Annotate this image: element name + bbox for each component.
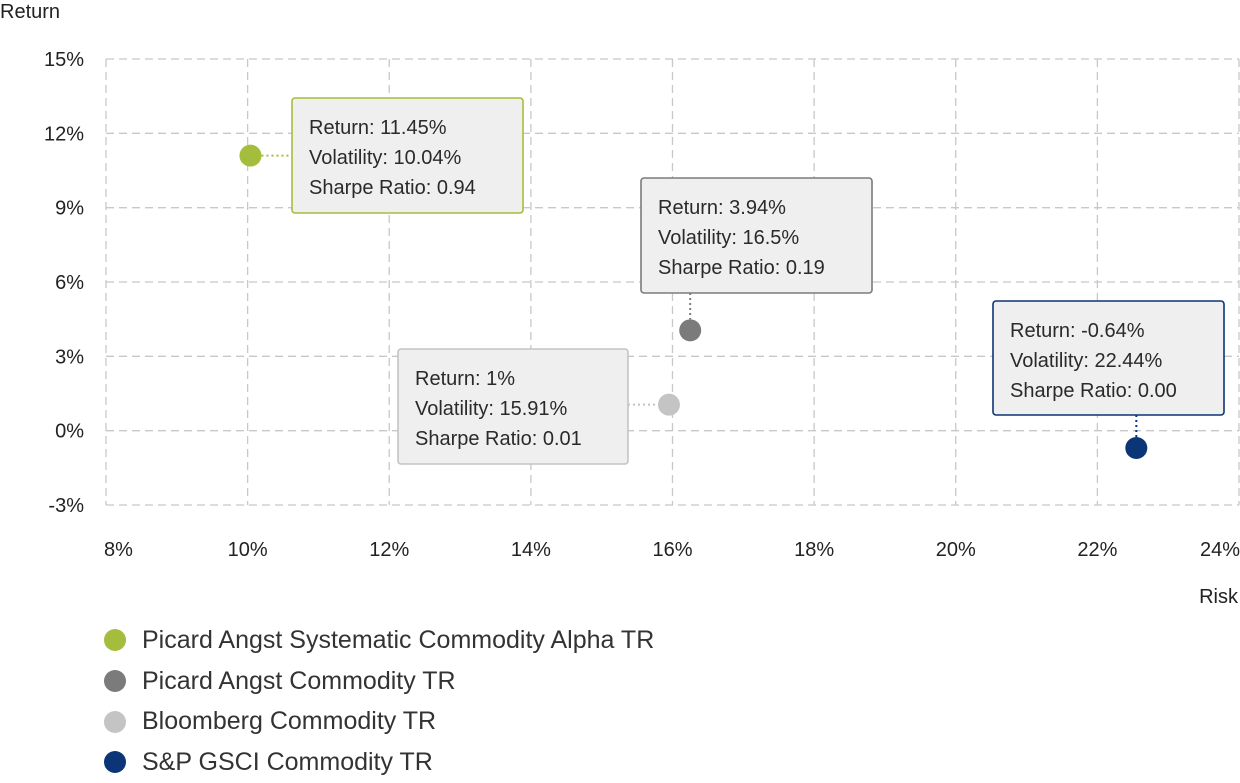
y-tick-label: -3% <box>48 495 84 517</box>
callout-text: Volatility: 22.44% <box>1010 350 1163 372</box>
legend-item[interactable]: Bloomberg Commodity TR <box>104 701 654 742</box>
y-tick-label: 3% <box>55 346 84 368</box>
data-point[interactable] <box>239 144 262 167</box>
x-axis-label: Risk <box>1199 586 1239 608</box>
x-tick-label: 16% <box>652 539 692 561</box>
y-tick-label: 9% <box>55 198 84 220</box>
x-tick-label: 10% <box>228 539 268 561</box>
x-tick-label: 14% <box>511 539 551 561</box>
series-callout: Return: 3.94% Volatility: 16.5% Sharpe Rat… <box>640 177 873 342</box>
x-tick-label: 22% <box>1077 539 1117 561</box>
x-tick-label: 18% <box>794 539 834 561</box>
callout-box <box>992 300 1225 416</box>
legend-swatch <box>104 629 126 652</box>
y-axis-label: Return <box>0 1 60 23</box>
series-callout: Return: -0.64% Volatility: 22.44% Sharpe R… <box>992 300 1225 460</box>
legend-swatch <box>104 670 126 693</box>
callout-text: Return: 1% <box>415 368 515 390</box>
legend-label: S&P GSCI Commodity TR <box>142 747 433 776</box>
series-callout: Return: 1% Volatility: 15.91% Sharpe Ratio… <box>397 348 680 465</box>
x-tick-label: 20% <box>936 539 976 561</box>
y-tick-label: 0% <box>55 421 84 443</box>
y-tick-label: 15% <box>44 49 84 71</box>
legend-swatch <box>104 751 126 774</box>
x-tick-label: 24% <box>1200 539 1240 561</box>
legend-item[interactable]: Picard Angst Systematic Commodity Alpha … <box>104 620 654 661</box>
y-tick-label: 12% <box>44 123 84 145</box>
callout-text: Volatility: 15.91% <box>415 398 568 420</box>
callout-text: Return: 11.45% <box>309 117 447 139</box>
callout-box <box>397 348 629 465</box>
data-point[interactable] <box>1125 437 1148 460</box>
legend-label: Picard Angst Commodity TR <box>142 666 456 695</box>
x-tick-label: 8% <box>104 539 133 561</box>
callout-box <box>291 97 524 214</box>
legend-label: Picard Angst Systematic Commodity Alpha … <box>142 625 655 654</box>
legend-item[interactable]: Picard Angst Commodity TR <box>104 661 654 702</box>
callout-text: Sharpe Ratio: 0.00 <box>1010 380 1177 402</box>
callout-text: Sharpe Ratio: 0.94 <box>309 177 476 199</box>
series-callout: Return: 11.45% Volatility: 10.04% Sharpe R… <box>239 97 524 214</box>
y-tick-label: 6% <box>55 272 84 294</box>
callout-text: Sharpe Ratio: 0.01 <box>415 428 582 450</box>
x-tick-label: 12% <box>369 539 409 561</box>
legend-swatch <box>104 710 126 733</box>
data-point[interactable] <box>657 393 680 416</box>
legend-label: Bloomberg Commodity TR <box>142 707 437 736</box>
risk-return-chart: 8% 10% 12% 14% 16% 18% 20% 22% 24% 15% 12% 9% 6% 3% 0%… <box>0 1 1240 608</box>
callout-text: Return: 3.94% <box>658 197 786 219</box>
callout-box <box>640 177 873 294</box>
legend-item[interactable]: S&P GSCI Commodity TR <box>104 742 654 783</box>
legend: Picard Angst Systematic Commodity Alpha … <box>104 620 654 783</box>
callout-text: Sharpe Ratio: 0.19 <box>658 257 825 279</box>
callout-text: Return: -0.64% <box>1010 320 1145 342</box>
data-point[interactable] <box>679 319 702 342</box>
callout-text: Volatility: 10.04% <box>309 147 462 169</box>
callout-text: Volatility: 16.5% <box>658 227 799 249</box>
